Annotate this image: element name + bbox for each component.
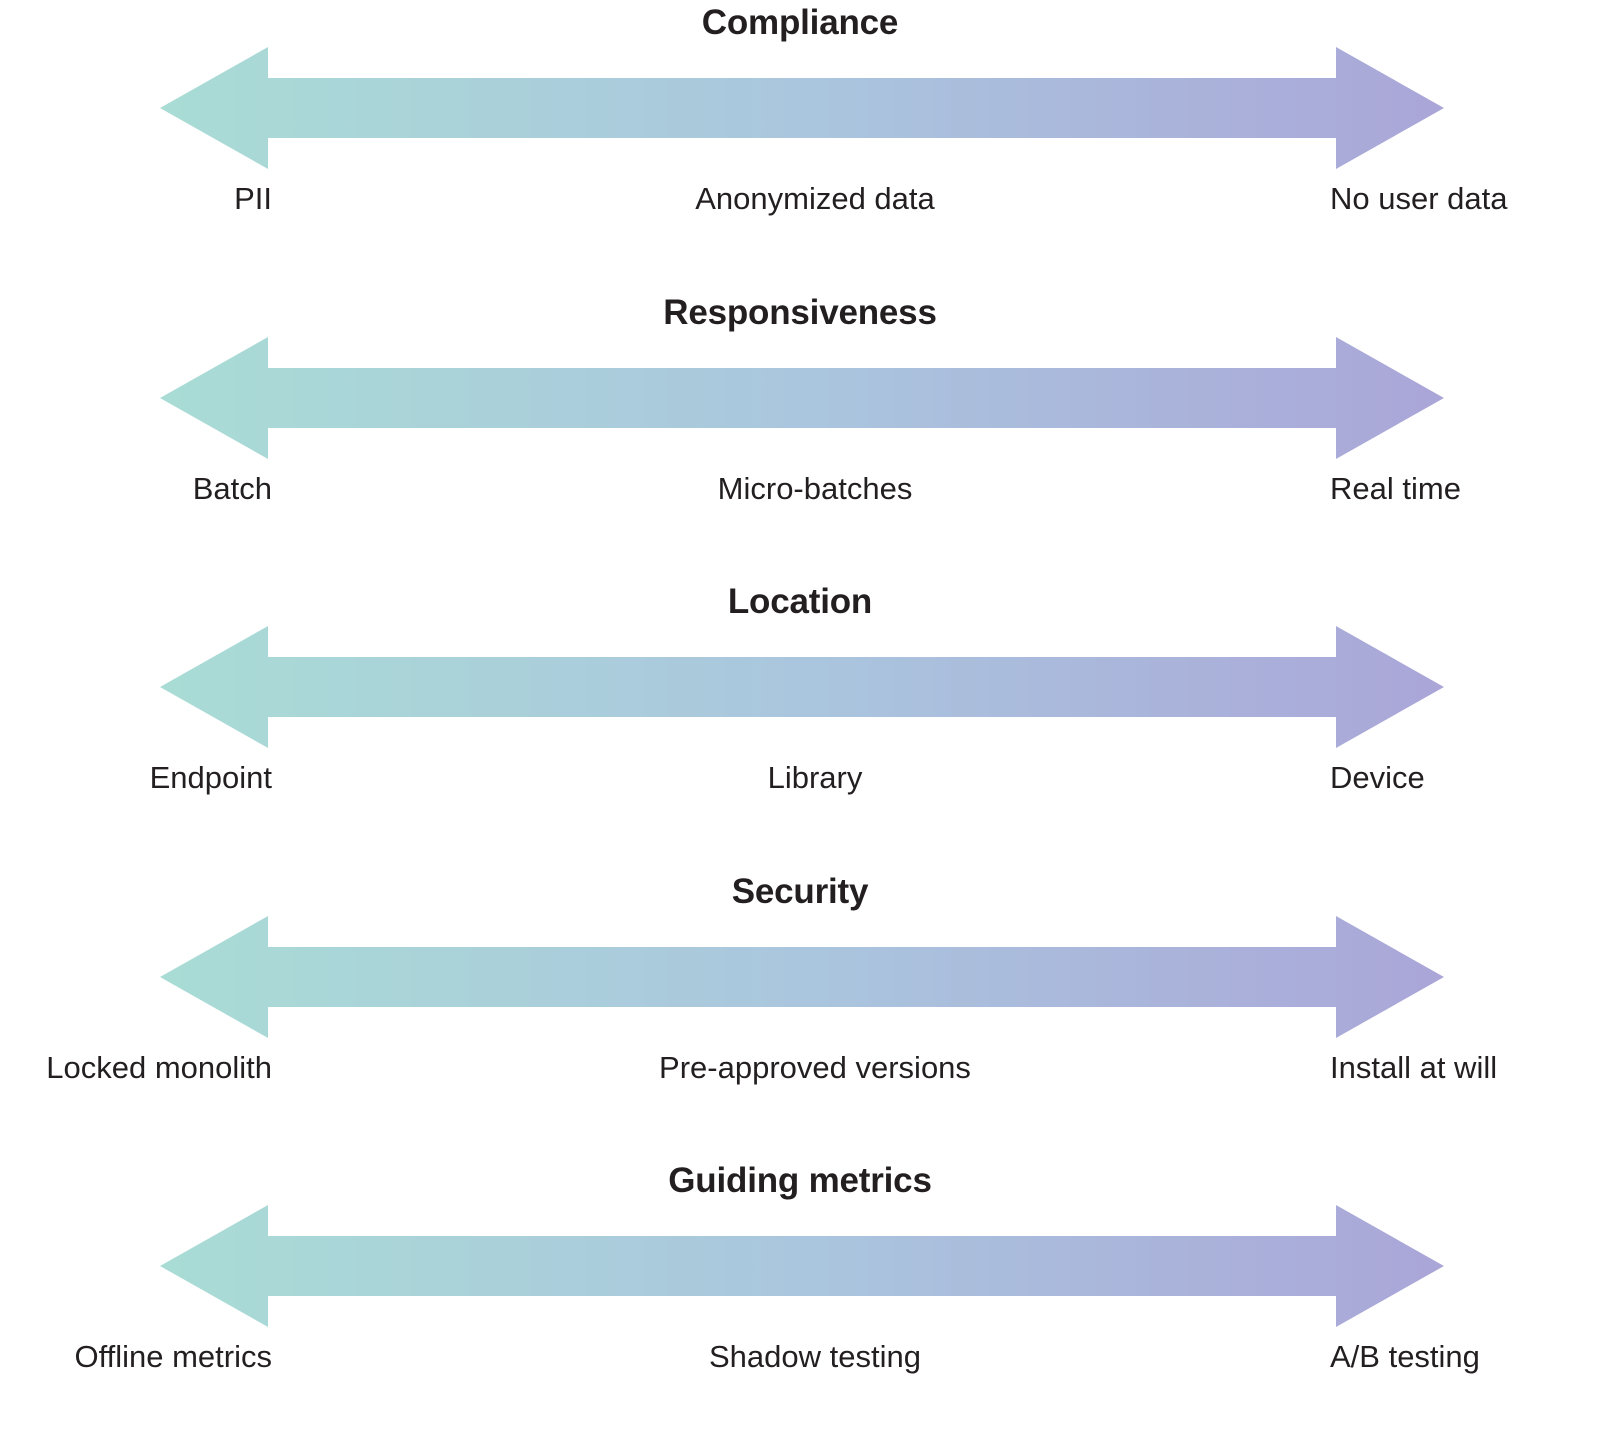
double-arrow: [160, 626, 1444, 748]
spectrum-row-3: Location Endpoint Library Device: [0, 579, 1600, 861]
spectrum-endpoint-labels: PII Anonymized data No user data: [0, 176, 1600, 222]
spectrum-row-4: Security Locked monolith Pre-approved ve…: [0, 869, 1600, 1151]
double-arrow: [160, 1205, 1444, 1327]
double-arrow-icon: [160, 337, 1444, 459]
spectrum-row-5: Guiding metrics Offline metrics Shadow t…: [0, 1158, 1600, 1440]
spectrum-label-middle: Anonymized data: [695, 181, 935, 216]
spectrum-endpoint-labels: Batch Micro-batches Real time: [0, 466, 1600, 512]
spectrum-diagram: Compliance PII Anonymized data No user d…: [0, 0, 1600, 1374]
spectrum-title: Guiding metrics: [668, 1161, 932, 1200]
double-arrow: [160, 47, 1444, 169]
spectrum-endpoint-labels: Locked monolith Pre-approved versions In…: [0, 1045, 1600, 1091]
double-arrow-icon: [160, 626, 1444, 748]
spectrum-label-middle: Micro-batches: [717, 471, 913, 506]
spectrum-title: Compliance: [701, 3, 899, 42]
spectrum-label-right: A/B testing: [1330, 1339, 1480, 1374]
spectrum-label-right: No user data: [1330, 181, 1508, 216]
double-arrow-icon: [160, 47, 1444, 169]
double-arrow-icon: [160, 1205, 1444, 1327]
spectrum-label-right: Install at will: [1330, 1050, 1498, 1085]
spectrum-title: Security: [731, 872, 869, 911]
spectrum-label-left: Locked monolith: [46, 1050, 272, 1085]
spectrum-label-middle: Shadow testing: [709, 1339, 921, 1374]
double-arrow: [160, 337, 1444, 459]
spectrum-label-left: Batch: [192, 471, 272, 506]
spectrum-label-middle: Library: [767, 760, 863, 795]
double-arrow-icon: [160, 916, 1444, 1038]
spectrum-endpoint-labels: Endpoint Library Device: [0, 755, 1600, 801]
spectrum-label-left: Endpoint: [149, 760, 272, 795]
spectrum-label-right: Real time: [1330, 471, 1461, 506]
spectrum-endpoint-labels: Offline metrics Shadow testing A/B testi…: [0, 1334, 1600, 1380]
double-arrow: [160, 916, 1444, 1038]
spectrum-label-left: Offline metrics: [74, 1339, 272, 1374]
spectrum-row-1: Compliance PII Anonymized data No user d…: [0, 0, 1600, 282]
spectrum-label-middle: Pre-approved versions: [659, 1050, 971, 1085]
spectrum-label-right: Device: [1330, 760, 1425, 795]
spectrum-title: Responsiveness: [663, 293, 937, 332]
spectrum-label-left: PII: [234, 181, 272, 216]
spectrum-row-2: Responsiveness Batch Micro-batches Real …: [0, 290, 1600, 572]
spectrum-title: Location: [727, 582, 873, 621]
